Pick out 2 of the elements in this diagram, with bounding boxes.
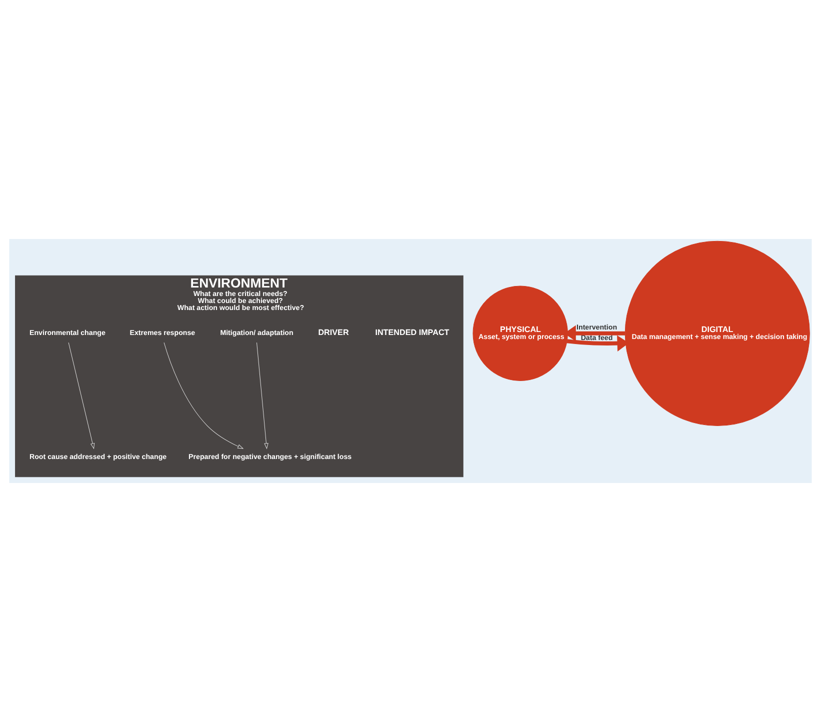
- node-text: DRIVER: [318, 328, 349, 337]
- node-text: INTENDED IMPACT: [375, 328, 450, 337]
